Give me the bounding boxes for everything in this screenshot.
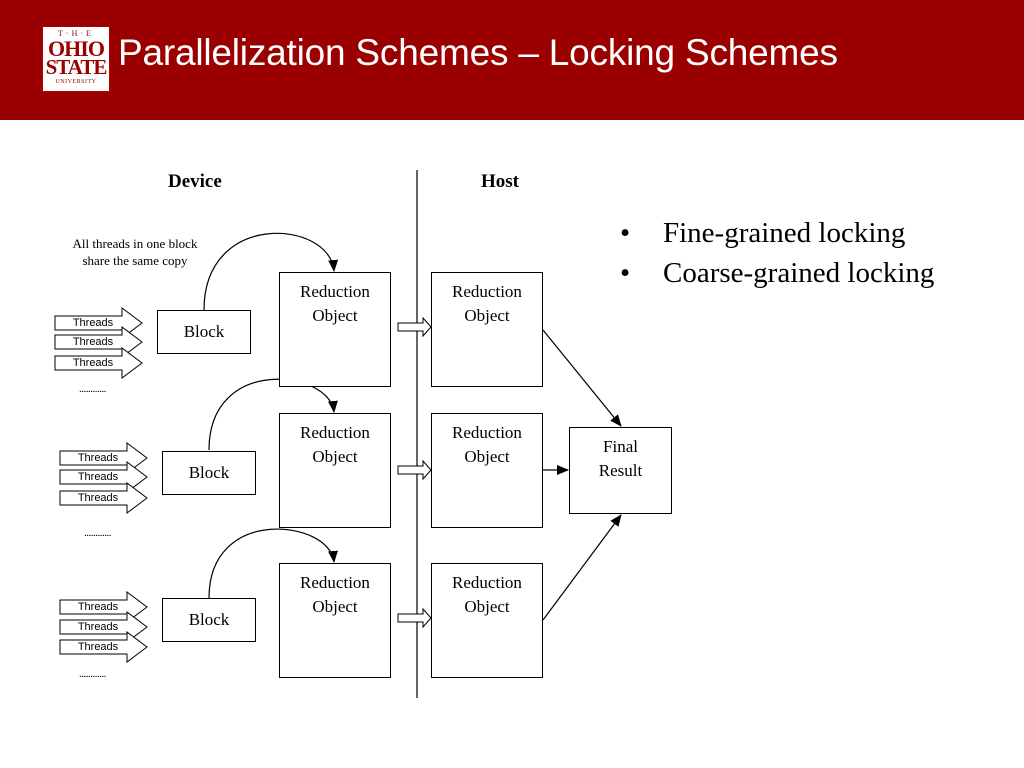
thread-arrow: [59, 482, 148, 514]
block-box-2: Block: [162, 451, 256, 495]
thread-label: Threads: [77, 452, 119, 464]
bullet-item: • Coarse-grained locking: [620, 253, 934, 293]
logo-university: UNIVERSITY: [55, 79, 97, 85]
final-result-line2: Result: [598, 461, 643, 480]
bullet-text: Coarse-grained locking: [663, 257, 935, 289]
thread-arrow: [59, 461, 148, 493]
reduction-object-line2: Object: [464, 306, 510, 325]
thread-arrow: [59, 631, 148, 663]
thread-arrow: [59, 442, 148, 474]
host-reduction-object-2: Reduction Object: [431, 413, 543, 528]
curve-arrow-block-2: [208, 378, 338, 451]
thread-arrow: [54, 347, 143, 379]
more-threads-ellipsis: ............: [79, 668, 107, 680]
logo-state: STATE: [45, 55, 108, 79]
thread-label: Threads: [77, 492, 119, 504]
reduction-object-line2: Object: [312, 447, 358, 466]
block-box-3: Block: [162, 598, 256, 642]
thread-label: Threads: [77, 621, 119, 633]
arrow-host-3-to-final: [542, 514, 622, 621]
host-label: Host: [481, 171, 519, 192]
thread-label: Threads: [72, 317, 114, 329]
shared-copy-note: All threads in one block share the same …: [72, 236, 198, 268]
reduction-object-line2: Object: [464, 597, 510, 616]
thread-arrow: [59, 611, 148, 643]
header-bar: T·H·E OHIO STATE UNIVERSITY Parallelizat…: [0, 0, 1024, 120]
thread-arrows-group-3: [59, 591, 148, 663]
transfer-arrows: [397, 316, 432, 629]
bullet-text: Fine-grained locking: [663, 217, 906, 249]
thread-label: Threads: [72, 336, 114, 348]
block-box-1: Block: [157, 310, 251, 354]
reduction-object-line1: Reduction: [300, 282, 370, 301]
host-reduction-object-3: Reduction Object: [431, 563, 543, 678]
bullet-marker: •: [620, 217, 631, 249]
device-label: Device: [168, 171, 222, 192]
thread-label: Threads: [77, 471, 119, 483]
slide-title: Parallelization Schemes – Locking Scheme…: [118, 32, 838, 73]
reduction-object-line1: Reduction: [300, 423, 370, 442]
thread-arrow: [54, 307, 143, 339]
logo-the: T·H·E: [58, 29, 94, 38]
reduction-object-line2: Object: [464, 447, 510, 466]
transfer-arrow-2: [397, 459, 432, 481]
bullet-item: • Fine-grained locking: [620, 213, 934, 253]
reduction-object-line1: Reduction: [452, 282, 522, 301]
university-logo: T·H·E OHIO STATE UNIVERSITY: [42, 26, 110, 92]
thread-arrow: [59, 591, 148, 623]
thread-arrow: [54, 326, 143, 358]
more-threads-ellipsis: ............: [79, 383, 107, 395]
reduction-object-line1: Reduction: [452, 573, 522, 592]
thread-arrows-group-2: [59, 442, 148, 514]
thread-label: Threads: [72, 357, 114, 369]
bullet-marker: •: [620, 257, 631, 289]
transfer-arrow-1: [397, 316, 432, 338]
reduction-object-line2: Object: [312, 597, 358, 616]
thread-label: Threads: [77, 601, 119, 613]
final-result-line1: Final: [603, 437, 638, 456]
final-result-box: Final Result: [569, 427, 672, 514]
thread-arrows-group-1: [54, 307, 143, 379]
logo-ohio: OHIO: [48, 36, 105, 61]
bullet-list: • Fine-grained locking • Coarse-grained lo…: [620, 213, 934, 293]
reduction-object-line1: Reduction: [300, 573, 370, 592]
device-reduction-object-3: Reduction Object: [279, 563, 391, 678]
reduction-object-line2: Object: [312, 306, 358, 325]
host-reduction-object-1: Reduction Object: [431, 272, 543, 387]
curve-arrow-block-3: [208, 528, 338, 599]
device-reduction-object-1: Reduction Object: [279, 272, 391, 387]
more-threads-ellipsis: ............: [84, 527, 112, 539]
thread-label: Threads: [77, 641, 119, 653]
device-reduction-object-2: Reduction Object: [279, 413, 391, 528]
reduction-object-line1: Reduction: [452, 423, 522, 442]
arrow-host-1-to-final: [542, 329, 622, 427]
curve-arrow-block-1: [203, 232, 339, 311]
transfer-arrow-3: [397, 607, 432, 629]
